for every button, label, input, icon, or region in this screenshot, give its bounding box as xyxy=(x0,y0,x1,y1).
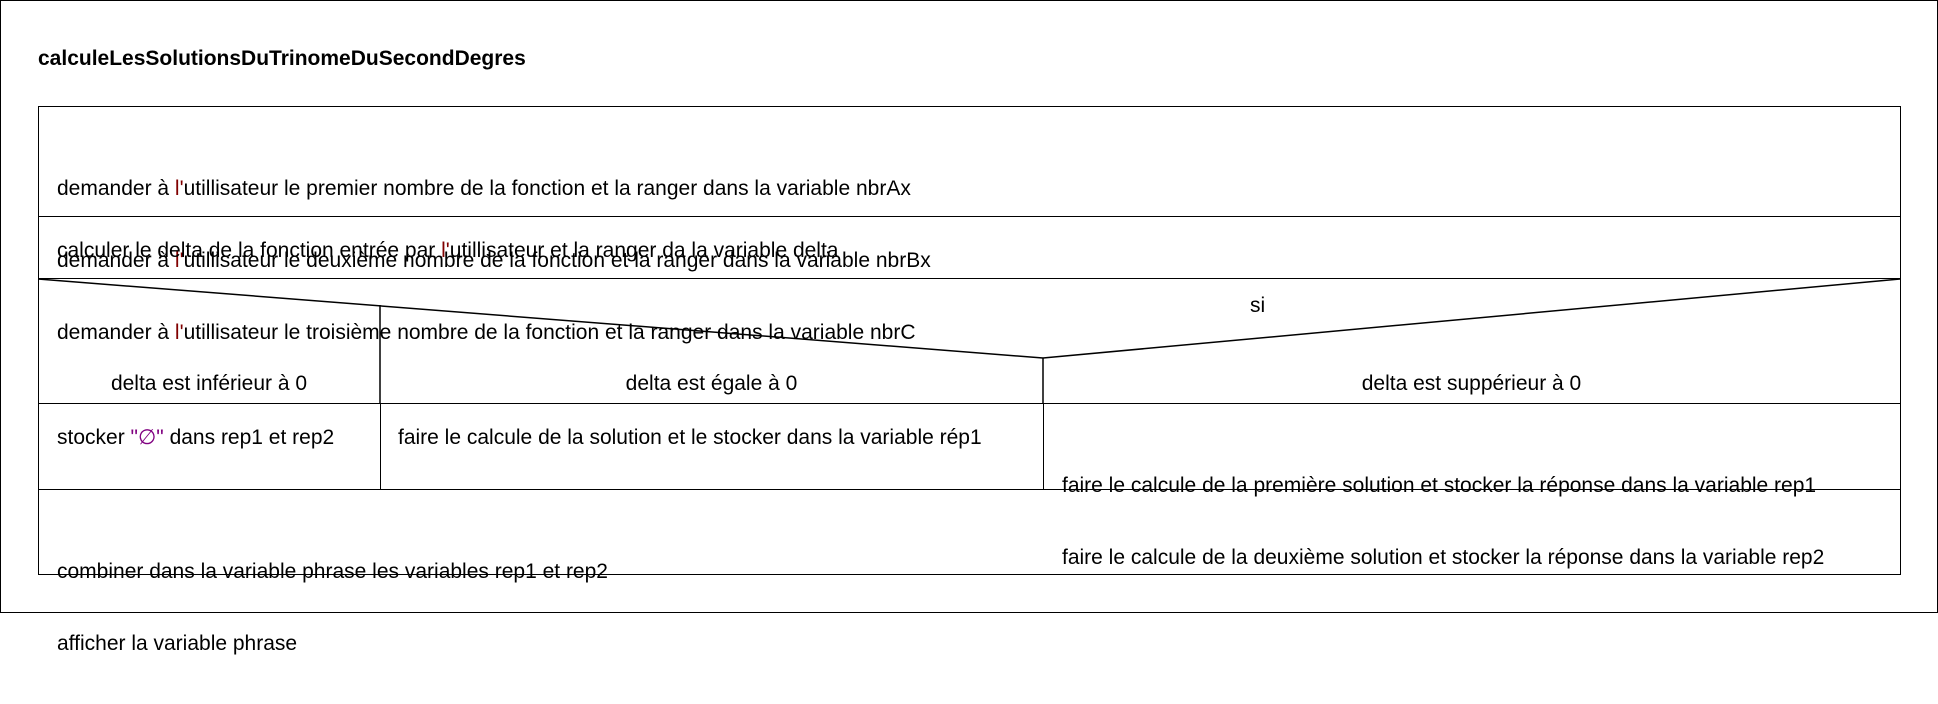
condition-negative: delta est inférieur à 0 xyxy=(110,372,308,395)
condition-positive: delta est suppérieur à 0 xyxy=(1361,372,1582,395)
branch-negative-text: stocker "∅" dans rep1 et rep2 xyxy=(57,426,335,449)
step-line: afficher la variable phrase xyxy=(57,632,298,655)
step-line: demander à l'utillisateur le premier nom… xyxy=(57,177,911,200)
step-line: demander à l'utillisateur le deuxième no… xyxy=(57,249,931,272)
step-line: combiner dans la variable phrase les var… xyxy=(57,560,608,583)
diagram-title: calculeLesSolutionsDuTrinomeDuSecondDegr… xyxy=(38,47,526,70)
branch-positive: faire le calcule de la première solution… xyxy=(1043,403,1901,569)
branch-zero: faire le calcule de la solution et le st… xyxy=(380,403,1044,490)
branch-negative: stocker "∅" dans rep1 et rep2 xyxy=(38,403,381,490)
step-output-block: combiner dans la variable phrase les var… xyxy=(38,489,1901,655)
step-delta-text: calculer le delta de la fonction entrée … xyxy=(57,239,839,262)
branch-zero-text: faire le calcule de la solution et le st… xyxy=(398,426,982,449)
branch-positive-text: faire le calcule de la première solution… xyxy=(1062,426,1824,618)
step-input-text: demander à l'utillisateur le premier nom… xyxy=(57,129,931,393)
step-input-block: demander à l'utillisateur le premier nom… xyxy=(38,106,1901,344)
decision-lines xyxy=(37,278,1901,404)
step-line: demander à l'utillisateur le troisième n… xyxy=(57,321,916,344)
step-output-text: combiner dans la variable phrase les var… xyxy=(57,512,608,704)
step-line: faire le calcule de la première solution… xyxy=(1062,474,1817,497)
decision-keyword: si xyxy=(1250,294,1266,317)
step-line: faire le calcule de la deuxième solution… xyxy=(1062,546,1825,569)
condition-zero: delta est égale à 0 xyxy=(625,372,798,395)
